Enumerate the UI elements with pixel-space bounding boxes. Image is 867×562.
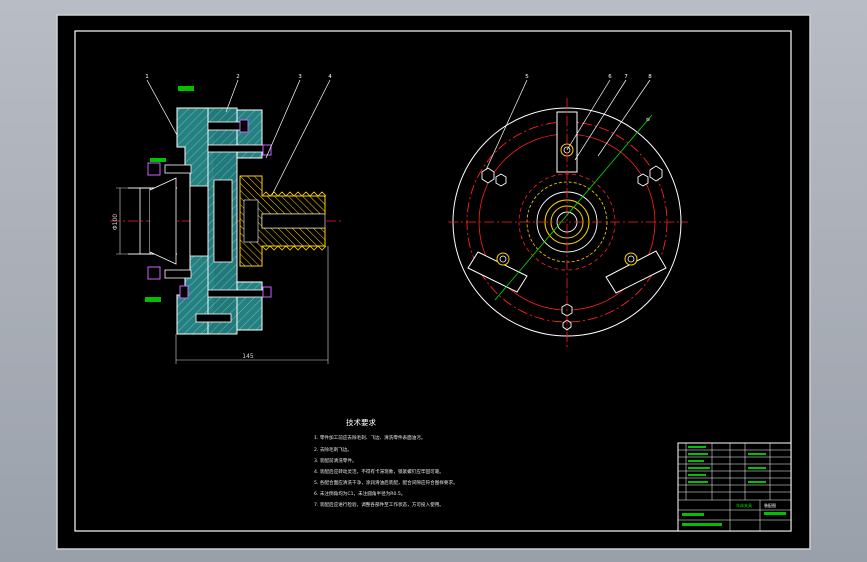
tech-req-2: 2. 去除毛刺飞边。 [314, 446, 352, 453]
title-block-name: 车床夹具 [736, 502, 752, 508]
dimension-left: Φ100 [112, 214, 119, 230]
tech-req-1: 1. 零件加工前应去除毛刺、飞边、清洗零件表面油污。 [314, 434, 426, 441]
title-block: 车床夹具 装配图 [677, 442, 792, 532]
tech-req-5: 5. 各配合面应清洗干净，涂润滑油后装配，配合间隙应符合图样要求。 [314, 479, 458, 486]
tech-req-6: 6. 未注倒角均为C1，未注圆角半径为R0.5。 [314, 490, 405, 497]
callout-4: 4 [328, 74, 332, 80]
front-view: Φ 5 6 7 8 [448, 74, 688, 348]
sheet-frame [74, 30, 792, 532]
title-block-drawing-no: 装配图 [764, 502, 776, 508]
callout-6: 6 [608, 74, 612, 80]
callout-3: 3 [298, 74, 302, 80]
callout-5: 5 [525, 74, 529, 80]
callout-8: 8 [648, 74, 652, 80]
callouts-right: 5 6 7 8 [525, 74, 652, 80]
callouts-left: 1 2 3 4 [145, 74, 332, 80]
callout-7: 7 [624, 74, 628, 80]
callout-1: 1 [145, 74, 149, 80]
tech-req-7: 7. 装配后应进行检验，调整各部件至工作状态，方可投入使用。 [314, 501, 444, 508]
tech-req-4: 4. 装配后应转动灵活，不得有卡滞现象，锁紧螺钉应牢固可靠。 [314, 468, 444, 475]
section-view: 145 Φ100 1 2 3 4 [110, 74, 342, 364]
tech-req-3: 3. 装配前清洗零件。 [314, 457, 357, 464]
dimension-bottom: 145 [242, 353, 254, 360]
dimension-diagonal: Φ [645, 116, 652, 123]
callout-2: 2 [236, 74, 240, 80]
tech-req-title: 技术要求 [346, 417, 376, 427]
tech-requirements: 技术要求 1. 零件加工前应去除毛刺、飞边、清洗零件表面油污。 2. 去除毛刺飞… [314, 417, 458, 508]
